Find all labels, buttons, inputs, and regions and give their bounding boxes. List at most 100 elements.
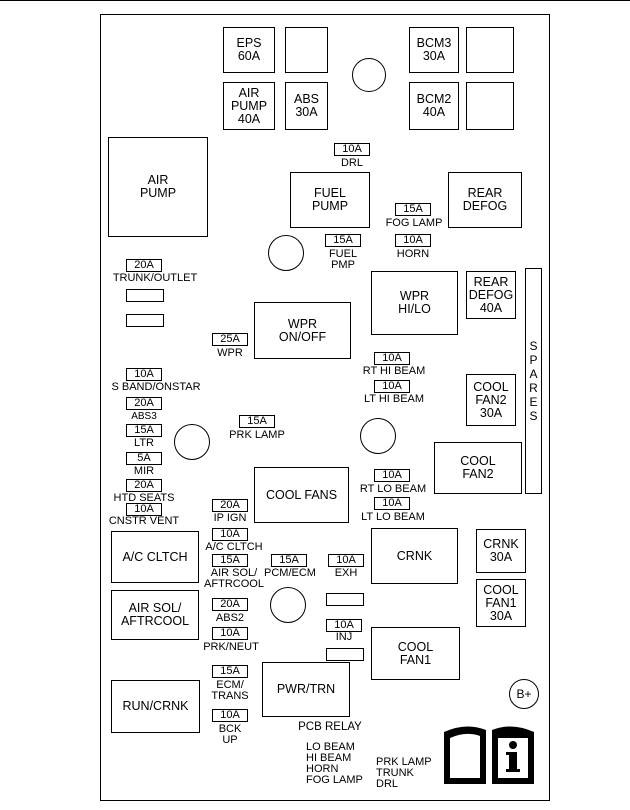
pcb-relay-list-right: PRK LAMP TRUNK DRL (376, 756, 432, 790)
wpr-label: WPR (217, 347, 243, 359)
fuse-block-panel (100, 14, 550, 801)
wpr-hi-lo-relay: WPR HI/LO (371, 271, 458, 335)
abs3-fuse: 20A (126, 397, 162, 410)
fuel-pmp-label: FUEL PMP (328, 248, 358, 271)
rear-defog-fuse: REAR DEFOG 40A (466, 271, 516, 319)
pcm-ecm-label: PCM/ECM (264, 567, 316, 579)
air-sol-aftrcool-fuse: 15A (212, 554, 248, 567)
prk-neut-label: PRK/NEUT (203, 641, 259, 653)
run-crnk-relay: RUN/CRNK (111, 680, 200, 733)
spares-letter: E (529, 395, 538, 409)
pcm-ecm-fuse: 15A (271, 554, 307, 567)
inj-label: INJ (335, 631, 353, 643)
battery-positive-terminal: B+ (509, 679, 539, 709)
lt-hi-beam-fuse: 10A (374, 380, 410, 393)
exh-label: EXH (334, 567, 358, 579)
air-sol-aftrcool-label: AIR SOL/ AFTRCOOL (204, 567, 264, 590)
prk-lamp-fuse: 15A (239, 415, 275, 428)
cool-fans-relay: COOL FANS (254, 467, 349, 523)
empty-fuse-slot (285, 27, 328, 73)
s-band-onstar-label: S BAND/ONSTAR (111, 381, 201, 393)
mounting-hole (174, 424, 210, 460)
ltr-fuse: 15A (126, 424, 162, 437)
rt-hi-beam-label: RT HI BEAM (362, 365, 426, 377)
empty-fuse-slot (126, 289, 164, 302)
wpr-fuse: 25A (212, 333, 248, 346)
abs2-fuse: 20A (212, 598, 248, 611)
s-band-onstar-fuse: 10A (126, 368, 162, 381)
exh-fuse: 10A (328, 554, 364, 567)
air-sol-aftrcool-relay: AIR SOL/ AFTRCOOL (111, 590, 199, 640)
mounting-hole (360, 418, 396, 454)
empty-fuse-slot (466, 82, 514, 130)
fog-lamp-fuse: 15A (395, 203, 431, 216)
spares-letter: A (529, 367, 538, 381)
htd-seats-label: HTD SEATS (113, 492, 175, 504)
mounting-hole (270, 587, 306, 623)
ac-cltch-relay: A/C CLTCH (111, 531, 199, 583)
rt-lo-beam-fuse: 10A (374, 469, 410, 482)
abs2-label: ABS2 (215, 612, 245, 624)
crnk-relay: CRNK (371, 528, 458, 584)
mir-fuse: 5A (126, 452, 162, 465)
wpr-on-off-relay: WPR ON/OFF (254, 302, 351, 359)
rt-hi-beam-fuse: 10A (374, 352, 410, 365)
drl-label: DRL (340, 157, 363, 169)
ltr-label: LTR (134, 437, 154, 449)
cool-fan1-relay: COOL FAN1 (371, 627, 460, 680)
cool-fan2-fuse: COOL FAN2 30A (466, 374, 516, 426)
bck-up-label: BCK UP (218, 723, 242, 746)
cnstr-vent-label: CNSTR VENT (108, 515, 180, 527)
cool-fan1-fuse: COOL FAN1 30A (476, 579, 526, 627)
rear-defog-relay: REAR DEFOG (448, 172, 522, 228)
spares-column: S P A R E S (525, 268, 542, 494)
top-rule (0, 0, 630, 1)
owner-manual-info-icon (444, 726, 534, 784)
spares-letter: P (529, 353, 538, 367)
abs3-label: ABS3 (131, 411, 157, 422)
lt-hi-beam-label: LT HI BEAM (363, 393, 425, 405)
pcb-relay-list-left: LO BEAM HI BEAM HORN FOG LAMP (306, 741, 363, 786)
trunk-outlet-label: TRUNK/OUTLET (112, 272, 198, 284)
bcm3-fuse: BCM3 30A (409, 27, 459, 73)
prk-lamp-label: PRK LAMP (229, 429, 285, 441)
rt-lo-beam-label: RT LO BEAM (359, 483, 427, 495)
lt-lo-beam-fuse: 10A (374, 497, 410, 510)
mir-label: MIR (133, 465, 155, 477)
horn-fuse: 10A (395, 234, 431, 247)
lt-lo-beam-label: LT LO BEAM (361, 511, 425, 523)
pcb-relay-title: PCB RELAY (298, 721, 362, 733)
a-c-cltch-fuse: 10A (212, 528, 248, 541)
cnstr-vent-fuse: 10A (126, 503, 162, 516)
drl-fuse: 10A (334, 143, 370, 156)
ecm-trans-fuse: 15A (212, 665, 248, 678)
prk-neut-fuse: 10A (212, 627, 248, 640)
ip-ign-label: IP IGN (213, 512, 247, 524)
fuel-pump-relay: FUEL PUMP (290, 172, 370, 228)
spares-letter: S (529, 339, 538, 353)
ecm-trans-label: ECM/ TRANS (211, 679, 249, 702)
empty-fuse-slot (326, 593, 364, 606)
crnk-fuse: CRNK 30A (476, 529, 526, 573)
empty-fuse-slot (466, 27, 514, 73)
air-pump-relay: AIR PUMP (108, 137, 208, 237)
bck-up-fuse: 10A (212, 709, 248, 722)
trunk-outlet-fuse: 20A (126, 259, 162, 272)
spares-letter: R (529, 381, 538, 395)
fuel-pmp-fuse: 15A (325, 234, 361, 247)
spares-letter: S (529, 409, 538, 423)
air-pump-fuse: AIR PUMP 40A (223, 82, 275, 130)
mounting-hole (268, 235, 304, 271)
htd-seats-fuse: 20A (126, 479, 162, 492)
empty-fuse-slot (326, 648, 364, 661)
empty-fuse-slot (126, 314, 164, 327)
abs-fuse: ABS 30A (285, 82, 328, 130)
eps-fuse: EPS 60A (223, 27, 275, 73)
inj-fuse: 10A (326, 619, 362, 632)
mounting-hole (352, 58, 386, 92)
cool-fan2-relay: COOL FAN2 (434, 442, 522, 494)
bcm2-fuse: BCM2 40A (409, 82, 459, 130)
horn-label: HORN (396, 248, 430, 260)
pwr-trn-relay: PWR/TRN (262, 662, 350, 717)
fog-lamp-label: FOG LAMP (385, 217, 443, 229)
